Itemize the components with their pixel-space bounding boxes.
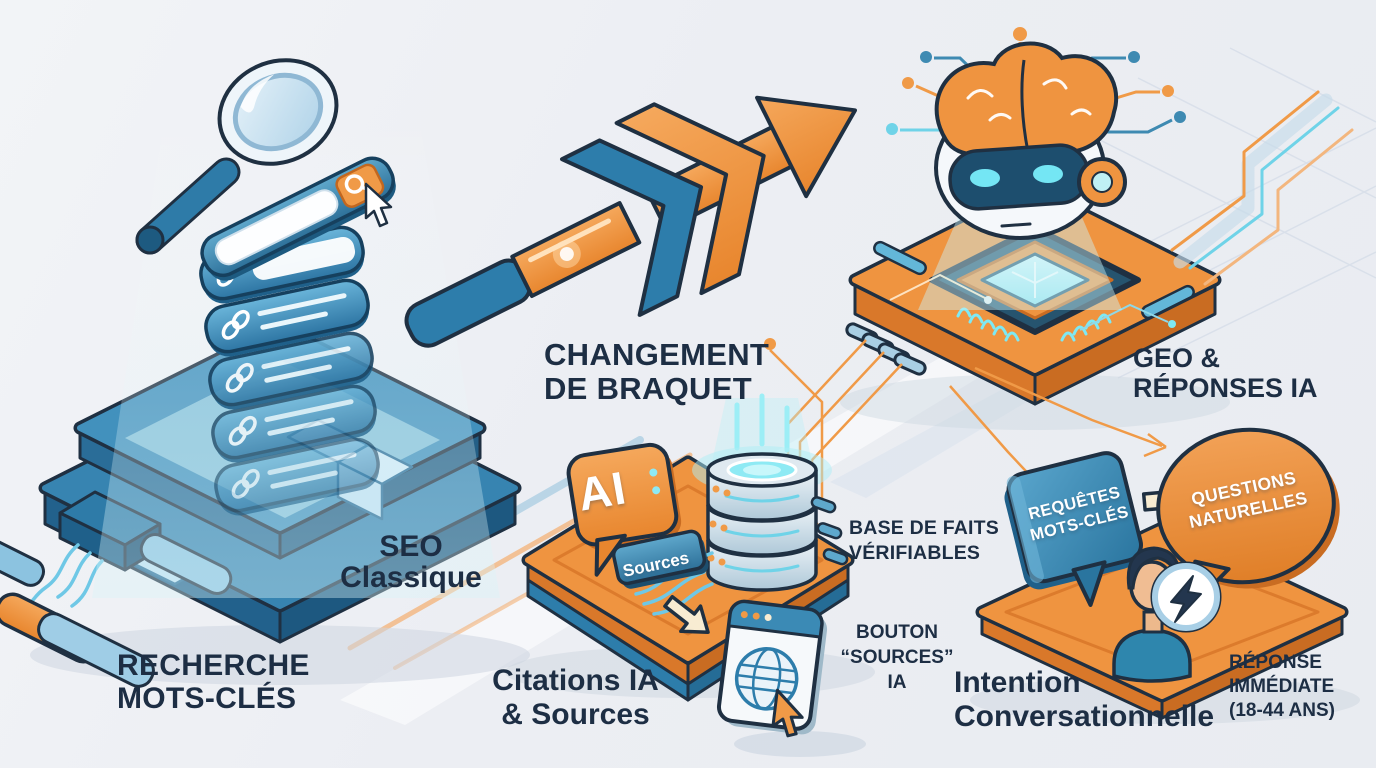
seo-label-line1: SEO: [379, 530, 443, 563]
circuit-decor-lines: [1170, 90, 1354, 286]
chip-pins: [845, 322, 927, 376]
fact-base-label: BASE DE FAITS VÉRIFIABLES: [849, 516, 999, 566]
fact-base-line1: BASE DE FAITS: [849, 517, 999, 539]
seo-caption: RECHERCHE MOTS-CLÉS: [117, 649, 310, 715]
headline-line2: DE BRAQUET: [544, 371, 752, 406]
geo-label-line1: GEO &: [1133, 343, 1221, 373]
browser-icon: [716, 599, 828, 738]
arrow-to-questions: [974, 366, 1163, 448]
search-input: [214, 189, 339, 266]
link-icon: [231, 468, 260, 499]
answer-note-line2: IMMÉDIATE: [1229, 676, 1335, 697]
link-bar: [208, 331, 374, 410]
citations-caption-line2: & Sources: [501, 698, 650, 731]
seo-caption-line1: RECHERCHE: [117, 649, 310, 682]
seo-platform-label: SEO Classique: [336, 531, 486, 593]
visor: [948, 143, 1090, 211]
link-icon: [225, 362, 254, 393]
citations-caption: Citations IA & Sources: [483, 664, 668, 732]
sources-note-line1: BOUTON: [856, 622, 938, 643]
cursor-icon: [364, 182, 393, 228]
geo-platform: [840, 183, 1230, 430]
fact-base-line2: VÉRIFIABLES: [849, 542, 981, 564]
link-icon: [228, 415, 257, 446]
sources-note: BOUTON “SOURCES” IA: [838, 620, 956, 695]
lightning-badge: [1150, 561, 1222, 633]
sources-note-line3: IA: [887, 672, 907, 693]
answer-note-line3: (18-44 ANS): [1229, 700, 1335, 721]
intent-caption-line1: Intention: [954, 666, 1081, 699]
link-icon: [221, 309, 250, 340]
search-bar: [200, 156, 396, 281]
answer-note-line1: RÉPONSE: [1229, 652, 1322, 673]
link-bar: [204, 278, 370, 357]
intent-caption-line2: Conversationnelle: [954, 700, 1215, 733]
geo-label-line2: RÉPONSES IA: [1133, 373, 1318, 403]
magnifier-icon: [135, 58, 339, 255]
link-bar: [199, 225, 365, 304]
intent-caption: Intention Conversationnelle: [954, 666, 1214, 734]
cursor-icon: [771, 688, 804, 738]
robot-icon: [886, 27, 1186, 310]
keywords-bubble: [1004, 451, 1143, 607]
link-bar: [214, 437, 380, 516]
download-arrow: [663, 594, 710, 634]
robot-eyes: [970, 165, 1063, 187]
link-bars: [199, 225, 380, 516]
immediate-answer-note: RÉPONSE IMMÉDIATE (18-44 ANS): [1229, 651, 1335, 723]
database-icon: [634, 393, 849, 616]
seo-label-line2: Classique: [340, 561, 482, 594]
headline-line1: CHANGEMENT: [544, 337, 770, 372]
headline: CHANGEMENT DE BRAQUET: [544, 338, 769, 406]
seo-caption-line2: MOTS-CLÉS: [117, 682, 297, 715]
sources-button: [611, 529, 709, 589]
citations-caption-line1: Citations IA: [492, 664, 659, 697]
sources-note-line2: “SOURCES”: [840, 647, 954, 668]
shift-arrow: [404, 95, 857, 348]
geo-platform-label: GEO & RÉPONSES IA: [1133, 343, 1318, 403]
lightning-icon: [1170, 575, 1202, 623]
link-bar: [211, 384, 377, 463]
ai-badge-label: AI: [573, 461, 631, 521]
